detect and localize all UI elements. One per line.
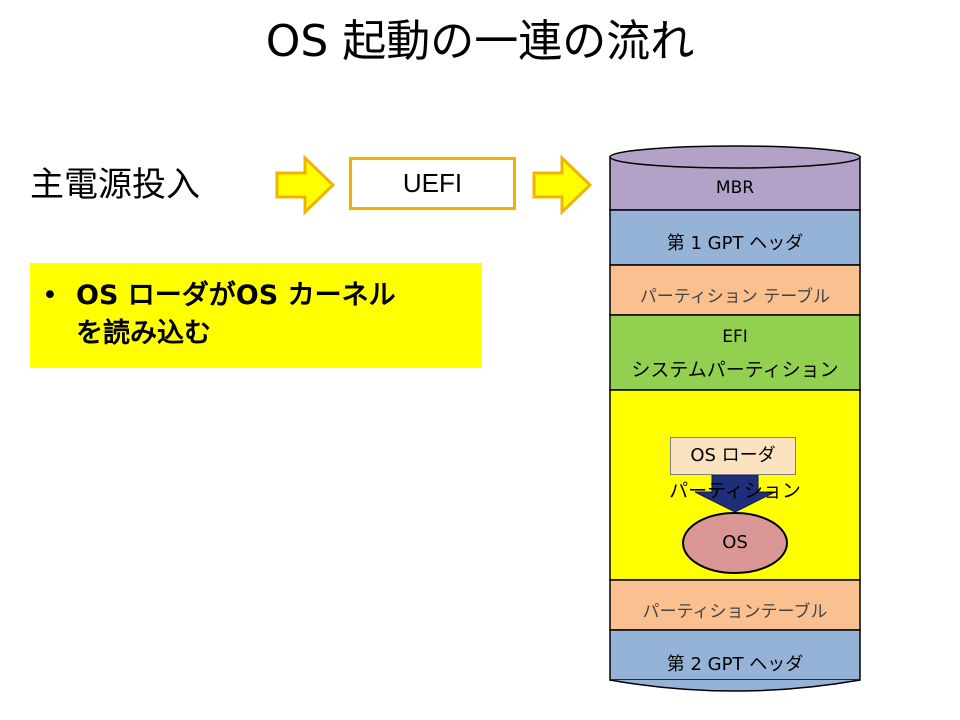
- uefi-box: UEFI: [349, 157, 516, 210]
- segment-label-gpt-header-2: 第 2 GPT ヘッダ: [666, 654, 804, 675]
- os-loader-box: OS ローダ: [670, 437, 796, 475]
- segment-label-partition-table-2: パーティションテーブル: [642, 602, 828, 622]
- disk-top-ellipse: [609, 145, 861, 169]
- os-ellipse: [682, 512, 788, 574]
- segment-label-efi: EFI: [722, 327, 748, 347]
- flow-arrow-1: [275, 155, 335, 215]
- page-title: OS 起動の一連の流れ: [265, 16, 695, 67]
- segment-label-partition: パーティション: [669, 480, 801, 502]
- segment-partition-table-2: [609, 579, 861, 631]
- segment-label-partition-table-1: パーティション テーブル: [639, 287, 831, 307]
- flow-arrow-2: [532, 155, 592, 215]
- note-bullet: •: [42, 280, 58, 311]
- disk-cylinder: [609, 145, 861, 692]
- note-line-2: を読み込む: [76, 318, 211, 349]
- segment-partition-table-1: [609, 264, 861, 316]
- segment-label-gpt-header-1: 第 1 GPT ヘッダ: [666, 233, 804, 254]
- os-label: OS: [722, 532, 748, 553]
- disk-bottom-curve: [609, 679, 861, 692]
- segment-label-efi-system: システムパーティション: [631, 359, 839, 381]
- down-arrow: [694, 474, 776, 513]
- segment-label-mbr: MBR: [715, 178, 755, 198]
- note-line-1: OS ローダがOS カーネル: [76, 280, 396, 311]
- note-box: • OS ローダがOS カーネル を読み込む: [30, 263, 482, 368]
- segment-gpt-header-1: [609, 209, 861, 266]
- power-on-label: 主電源投入: [30, 165, 200, 205]
- segment-efi-system: [609, 314, 861, 391]
